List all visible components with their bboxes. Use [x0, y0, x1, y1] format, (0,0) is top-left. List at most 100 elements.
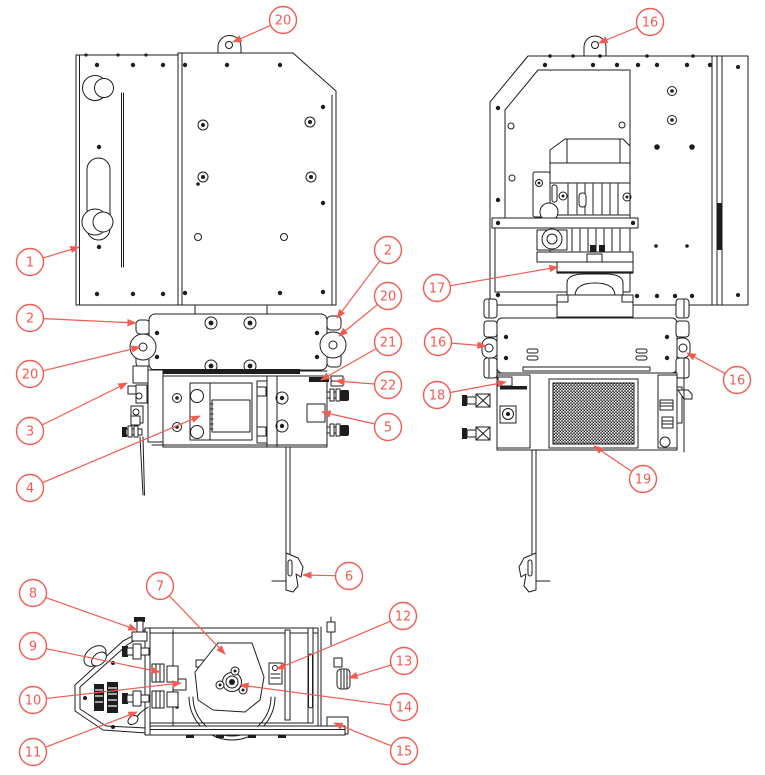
side-view [462, 35, 749, 593]
balloon-circle-15 [389, 736, 419, 766]
balloon-circle-18 [422, 380, 452, 410]
leader-line-22 [335, 378, 375, 386]
gearbox-plate [536, 251, 634, 263]
pressure-knob-lower [326, 423, 349, 437]
balloon-circle-2 [373, 235, 403, 265]
balloon-circle-11 [18, 737, 48, 767]
balloon-number-9: 9 [29, 640, 37, 655]
guide-roller-left [129, 333, 157, 361]
base-rail [149, 725, 346, 738]
balloon-circle-7 [145, 571, 175, 601]
guide-roller-right [319, 331, 347, 359]
balloon-number-17: 17 [429, 282, 446, 297]
balloon-circle-19 [628, 464, 658, 494]
balloon-circle-9 [18, 631, 48, 661]
balloon-number-2: 2 [26, 312, 34, 327]
callout-12: 12 [276, 601, 418, 670]
balloon-circle-1 [15, 247, 45, 277]
balloon-number-6: 6 [345, 570, 353, 585]
callout-8: 8 [18, 578, 138, 631]
control-connector [94, 682, 118, 713]
leader-line-16 [686, 352, 726, 375]
callout-7: 7 [145, 571, 226, 655]
callout-1: 1 [15, 246, 80, 277]
callout-17: 17 [422, 264, 559, 303]
leader-line-1 [42, 246, 80, 259]
latch-assembly-side [657, 366, 693, 453]
leader-line-14 [239, 682, 391, 706]
plate-screw [204, 316, 257, 373]
callout-20: 20 [338, 281, 403, 337]
leader-line-12 [276, 620, 391, 670]
callout-19: 19 [593, 445, 658, 494]
balloon-number-20: 20 [275, 14, 292, 29]
clamp-bolt-top-plan [122, 643, 150, 660]
leader-line-2 [336, 260, 381, 319]
callout-16: 16 [423, 327, 487, 357]
pressure-knob-upper [326, 388, 349, 402]
balloon-number-22: 22 [380, 379, 397, 394]
callout-2: 2 [15, 303, 137, 333]
leader-line-20 [42, 345, 141, 372]
balloon-number-8: 8 [29, 587, 37, 602]
balloon-circle-20 [15, 359, 45, 389]
callout-21: 21 [320, 327, 403, 381]
balloon-number-12: 12 [395, 610, 412, 625]
balloon-circle-20 [268, 5, 298, 35]
balloon-number-10: 10 [25, 694, 42, 709]
drive-assembly-front [122, 365, 349, 496]
callout-20: 20 [15, 345, 141, 389]
balloon-circle-16 [722, 365, 752, 395]
gearbox-bell [566, 273, 624, 296]
callout-22: 22 [335, 370, 403, 400]
swivel-plate-side [481, 298, 691, 379]
hanging-bracket-side [518, 449, 551, 593]
balloon-number-3: 3 [26, 425, 34, 440]
panel-screw [197, 116, 317, 183]
clamp-bolt-bottom-plan [122, 690, 150, 707]
callout-2: 2 [336, 235, 403, 319]
callout-10: 10 [18, 680, 182, 715]
balloon-number-13: 13 [396, 655, 413, 670]
balloon-number-4: 4 [26, 482, 34, 497]
callout-18: 18 [422, 380, 507, 410]
left-door-panel [75, 53, 179, 306]
purge-knob [82, 75, 114, 101]
balloon-circle-16 [635, 7, 665, 37]
callout-3: 3 [15, 382, 128, 446]
leader-line-15 [333, 722, 392, 747]
callout-6: 6 [302, 561, 364, 591]
balloon-number-18: 18 [429, 389, 446, 404]
balloon-circle-6 [334, 561, 364, 591]
latch-lever-front [122, 384, 148, 496]
balloon-number-19: 19 [635, 473, 652, 488]
leader-line-7 [168, 595, 226, 655]
balloon-circle-3 [15, 416, 45, 446]
wire-spool-cover [188, 642, 276, 741]
motor-shelf [491, 217, 639, 229]
bottom-view [74, 616, 351, 741]
leader-line-20 [338, 304, 378, 337]
balloon-circle-10 [18, 685, 48, 715]
callout-4: 4 [15, 415, 201, 503]
leader-line-16 [598, 26, 638, 44]
balloon-circle-20 [373, 281, 403, 311]
leader-line-10 [46, 680, 182, 700]
callout-13: 13 [348, 646, 419, 679]
latch-pin-assembly [326, 616, 351, 690]
hanging-bracket-front [271, 446, 304, 593]
callout-5: 5 [321, 410, 403, 442]
balloon-number-11: 11 [25, 746, 42, 761]
balloon-circle-21 [373, 327, 403, 357]
callout-11: 11 [18, 711, 138, 767]
drive-assembly-side [462, 366, 693, 453]
balloon-number-20: 20 [22, 368, 39, 383]
leader-line-8 [45, 596, 138, 631]
leader-line-18 [450, 380, 507, 394]
balloon-circle-4 [15, 473, 45, 503]
burnback-guide [309, 377, 329, 382]
spool-guard-arc [188, 696, 276, 741]
callout-16: 16 [686, 352, 752, 395]
callout-9: 9 [18, 631, 161, 674]
